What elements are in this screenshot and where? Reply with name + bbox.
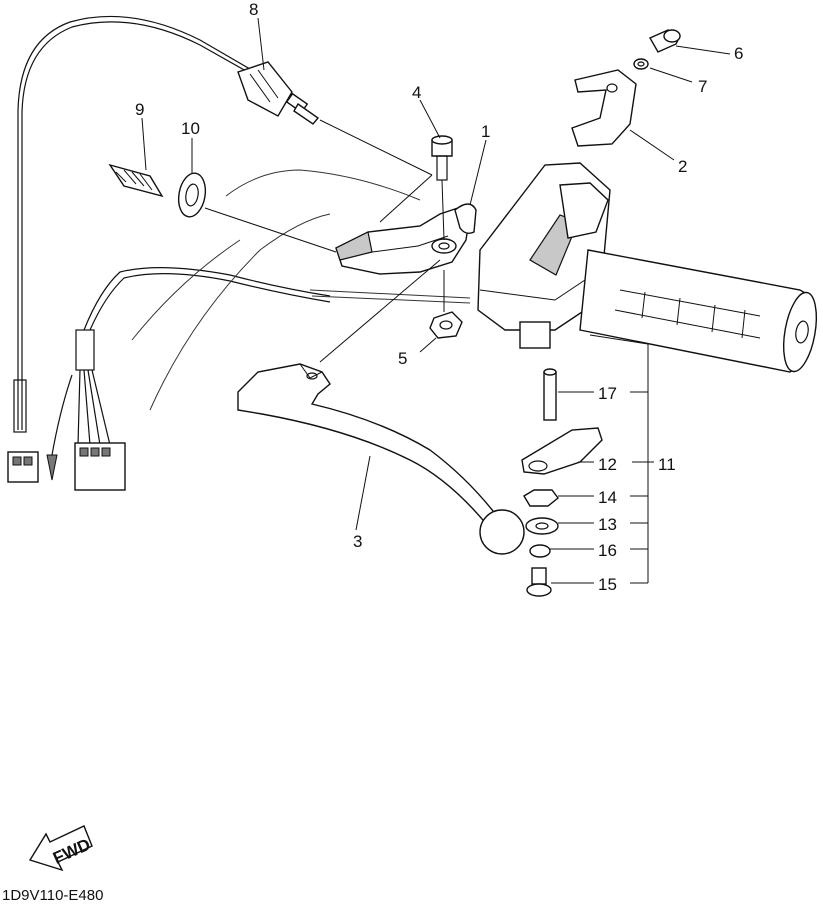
callout-12: 12 <box>598 455 617 474</box>
callout-17: 17 <box>598 384 617 403</box>
callout-2: 2 <box>678 157 687 176</box>
callout-5: 5 <box>398 349 407 368</box>
leader-lines <box>141 17 731 584</box>
callout-4: 4 <box>412 83 421 102</box>
handlebar-grip <box>579 249 818 373</box>
callout-11: 11 <box>658 455 676 474</box>
clamp-bracket <box>571 69 637 147</box>
lever-holder <box>335 203 477 275</box>
wiring-harness <box>7 15 331 491</box>
callout-13: 13 <box>598 515 617 534</box>
callout-10: 10 <box>181 119 200 138</box>
callout-14: 14 <box>598 488 617 507</box>
hardware-stack <box>521 368 603 597</box>
callout-8: 8 <box>249 0 258 19</box>
lock-nut <box>429 311 463 339</box>
pivot-bolt <box>431 135 453 181</box>
callouts: 8 9 10 4 1 6 7 2 5 3 17 12 11 14 13 16 1… <box>135 0 743 594</box>
clutch-lever <box>237 363 525 555</box>
callout-6: 6 <box>734 44 743 63</box>
callout-7: 7 <box>698 77 707 96</box>
switch-housing <box>477 162 611 349</box>
callout-15: 15 <box>598 575 617 594</box>
callout-16: 16 <box>598 541 617 560</box>
cable-end-fitting <box>237 61 320 125</box>
callout-3: 3 <box>353 532 362 551</box>
fwd-direction-arrow: FWD <box>28 825 93 872</box>
adjuster-bolt-and-nut <box>108 163 207 218</box>
callout-9: 9 <box>135 100 144 119</box>
drawing-code: 1D9V110-E480 <box>2 887 103 904</box>
callout-1: 1 <box>481 122 490 141</box>
screw-and-washer <box>633 29 681 70</box>
